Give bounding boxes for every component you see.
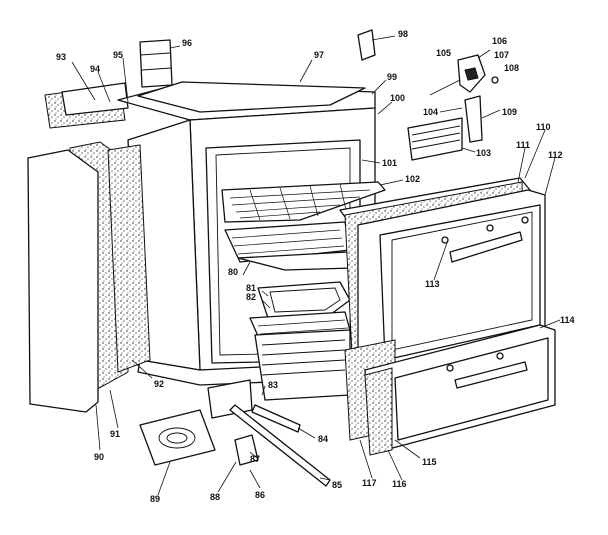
label-85: 85	[332, 480, 342, 490]
leader-lines	[71, 35, 561, 496]
bottom-parts	[139, 404, 331, 487]
label-92: 92	[154, 379, 164, 389]
label-82: 82	[246, 292, 256, 302]
label-94: 94	[90, 64, 100, 74]
label-88: 88	[210, 492, 220, 502]
label-96: 96	[182, 38, 192, 48]
label-101: 101	[382, 158, 397, 168]
broiler-drawer	[207, 329, 351, 419]
label-113: 113	[425, 279, 440, 289]
hinge-assembly	[429, 54, 499, 143]
label-80: 80	[228, 267, 238, 277]
label-116: 116	[392, 479, 407, 489]
label-106: 106	[492, 36, 507, 46]
label-115: 115	[422, 457, 437, 467]
label-111: 111	[516, 140, 530, 150]
label-107: 107	[494, 50, 509, 60]
label-112: 112	[548, 150, 563, 160]
part-labels: 80 81 82 83 84 85 86 87 88 89 90 91 92 9…	[56, 29, 575, 504]
label-84: 84	[318, 434, 328, 444]
label-90: 90	[94, 452, 104, 462]
label-86: 86	[255, 490, 265, 500]
vent-baffle	[407, 117, 463, 161]
label-102: 102	[405, 174, 420, 184]
vent-duct	[139, 39, 173, 88]
label-91: 91	[110, 429, 120, 439]
label-103: 103	[476, 148, 491, 158]
label-83: 83	[268, 380, 278, 390]
oven-racks	[221, 181, 386, 271]
label-117: 117	[362, 478, 377, 488]
lower-drawer-assembly	[344, 324, 556, 456]
label-98: 98	[398, 29, 408, 39]
label-99: 99	[387, 72, 397, 82]
label-97: 97	[314, 50, 324, 60]
label-100: 100	[390, 93, 405, 103]
label-89: 89	[150, 494, 160, 504]
label-110: 110	[536, 122, 551, 132]
label-81: 81	[246, 283, 256, 293]
label-114: 114	[560, 315, 575, 325]
label-93: 93	[56, 52, 66, 62]
label-109: 109	[502, 107, 517, 117]
label-87: 87	[250, 454, 260, 464]
side-insulation-panels	[27, 141, 151, 413]
label-108: 108	[504, 63, 519, 73]
hinge-clip	[357, 29, 376, 61]
oven-door-assembly	[339, 177, 546, 369]
label-104: 104	[423, 107, 438, 117]
label-105: 105	[436, 48, 451, 58]
label-95: 95	[113, 50, 123, 60]
